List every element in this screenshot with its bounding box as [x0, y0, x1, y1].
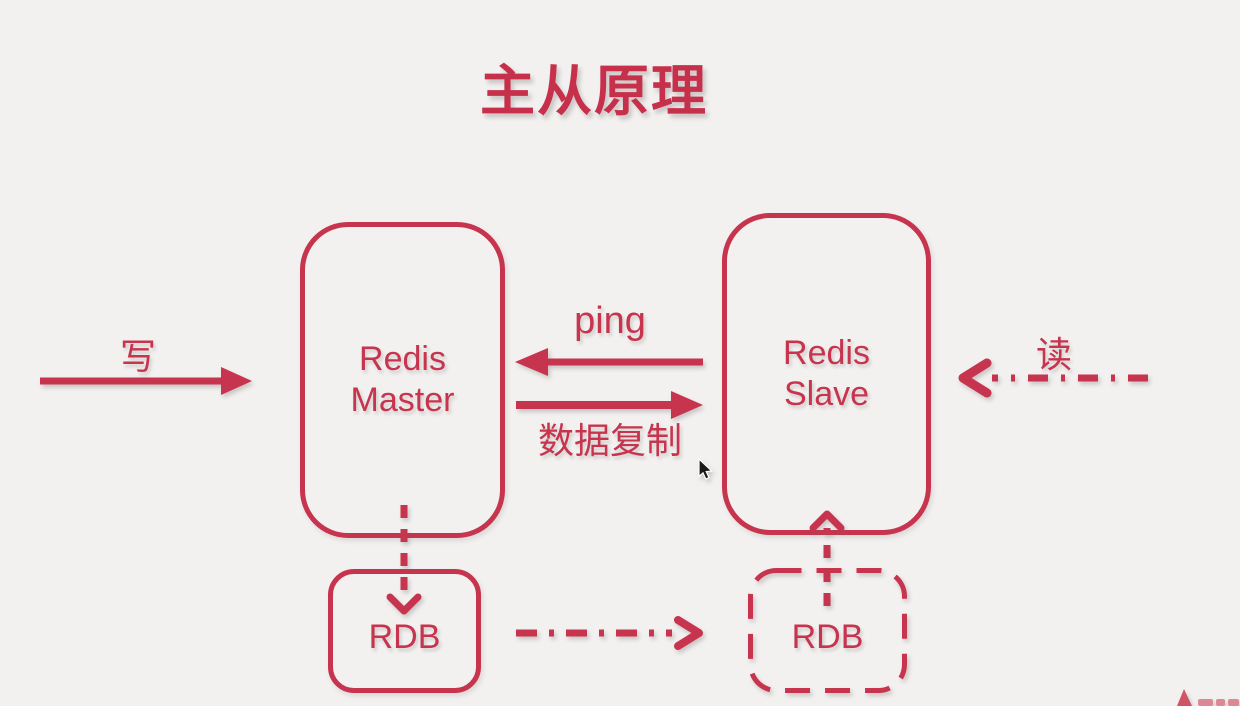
ping-arrow	[515, 348, 703, 376]
node-rdb-master: RDB	[328, 569, 481, 693]
node-rdb-master-label: RDB	[368, 618, 441, 657]
node-redis-master: Redis Master	[300, 222, 505, 538]
rdb-to-rdb-arrow	[516, 616, 703, 650]
edge-label-replicate: 数据复制	[537, 420, 682, 461]
node-rdb-slave-label: RDB	[791, 617, 864, 656]
node-redis-slave: Redis Slave	[722, 213, 931, 535]
edge-label-read: 读	[1035, 334, 1072, 375]
diagram-title: 主从原理	[479, 60, 708, 122]
node-redis-master-label: Redis Master	[350, 339, 455, 419]
edge-label-ping: ping	[574, 300, 646, 342]
flame-logo-icon	[1177, 689, 1239, 706]
edge-label-write: 写	[119, 336, 156, 377]
node-redis-slave-label: Redis Slave	[783, 333, 870, 413]
node-rdb-slave: RDB	[748, 568, 907, 693]
mouse-pointer-icon	[698, 457, 714, 480]
